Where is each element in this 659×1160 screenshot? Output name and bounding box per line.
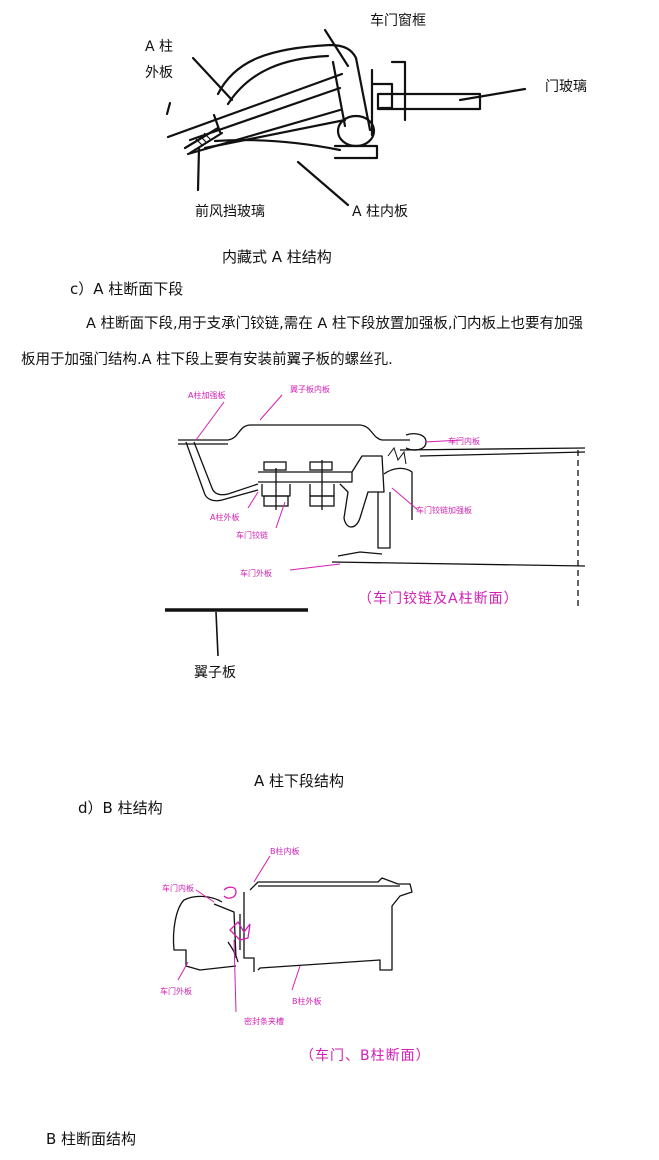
label-door-frame: 车门窗框 — [370, 13, 426, 29]
figure3-inner-caption: （车门、B柱断面） — [300, 1048, 431, 1064]
a-pillar-lower-drawing — [165, 394, 586, 657]
label-windshield: 前风挡玻璃 — [195, 204, 265, 220]
label-door-inner-b: 车门内板 — [162, 884, 194, 893]
figure2-caption: A 柱下段结构 — [254, 772, 345, 790]
label-a-pillar-outer: A柱外板 — [210, 513, 240, 522]
figure3-caption: B 柱断面结构 — [46, 1130, 137, 1148]
label-door-inner: 车门内板 — [448, 437, 480, 446]
a-pillar-built-in-drawing — [165, 28, 527, 207]
label-hinge: 车门铰链 — [236, 531, 268, 540]
label-door-outer-b: 车门外板 — [160, 987, 192, 996]
section-c-paragraph-line1: A 柱断面下段,用于支承门铰链,需在 A 柱下段放置加强板,门内板上也要有加强 — [40, 306, 659, 342]
label-a-pillar-outer-line2: 外板 — [145, 65, 173, 81]
label-a-pillar-reinforcement: A柱加强板 — [188, 391, 226, 400]
label-a-pillar-outer-line1: A 柱 — [145, 39, 174, 55]
label-hinge-reinforcement: 车门铰链加强板 — [416, 506, 472, 515]
paragraph-line1-text: A 柱断面下段,用于支承门铰链,需在 A 柱下段放置加强板,门内板上也要有加强 — [86, 316, 583, 332]
figure1-caption: 内藏式 A 柱结构 — [222, 248, 332, 266]
label-fender: 翼子板 — [194, 665, 236, 681]
section-c-heading: c）A 柱断面下段 — [70, 280, 184, 298]
label-door-outer: 车门外板 — [240, 569, 272, 578]
figure2-inner-caption: （车门铰链及A柱断面） — [358, 591, 519, 607]
section-c-paragraph-line2: 板用于加强门结构.A 柱下段上要有安装前翼子板的螺丝孔. — [21, 352, 393, 368]
section-d-heading: d）B 柱结构 — [78, 799, 163, 817]
label-door-glass: 门玻璃 — [545, 79, 587, 95]
label-seal: 密封条夹槽 — [244, 1017, 284, 1026]
b-pillar-drawing — [172, 855, 413, 1013]
label-b-pillar-inner: B柱内板 — [270, 847, 300, 856]
label-b-pillar-outer: B柱外板 — [292, 997, 322, 1006]
label-a-pillar-inner: A 柱内板 — [352, 204, 409, 220]
label-fender-inner: 翼子板内板 — [290, 385, 330, 394]
